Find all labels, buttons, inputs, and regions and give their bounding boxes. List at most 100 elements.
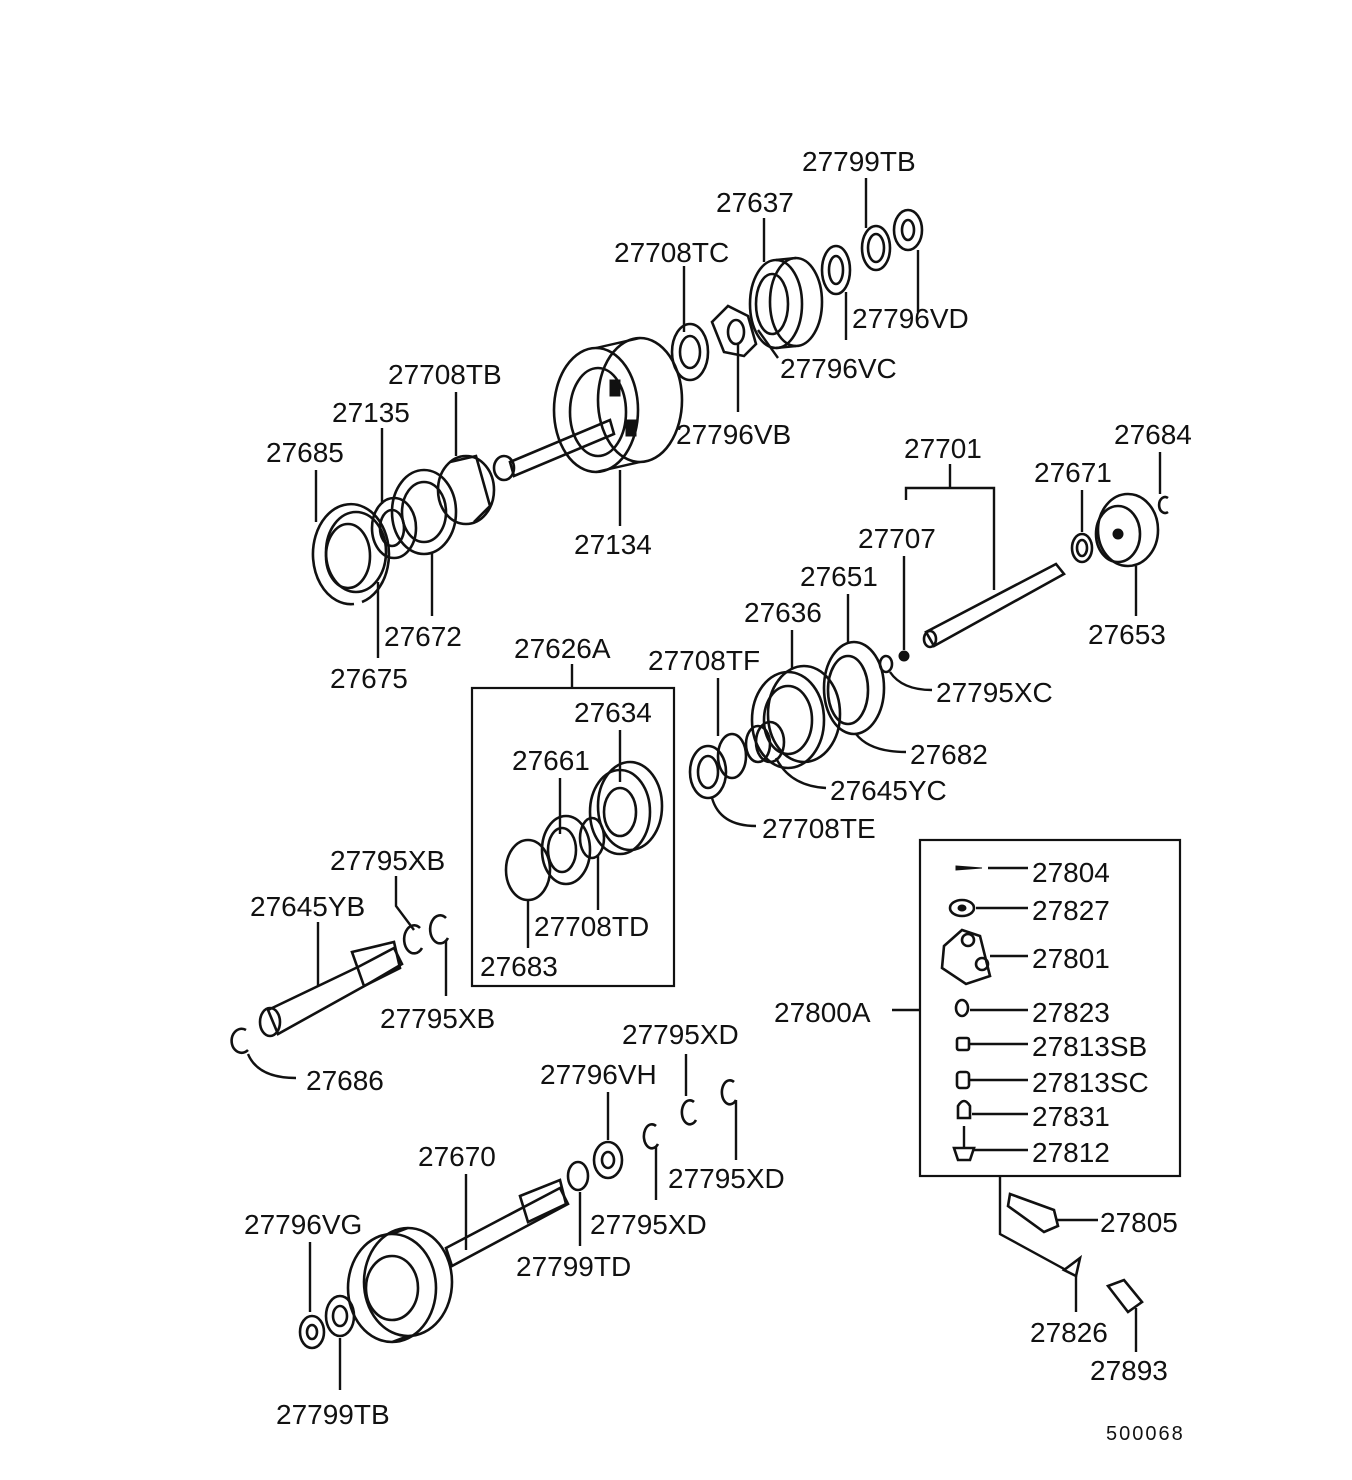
- label-27799TB-top: 27799TB: [802, 146, 916, 177]
- label-27813SB: 27813SB: [1032, 1031, 1147, 1062]
- clip-27795XB-b: [428, 914, 450, 945]
- label-27796VD: 27796VD: [852, 303, 969, 334]
- label-27636: 27636: [744, 597, 822, 628]
- clip-27708TC: [670, 322, 710, 382]
- ball-27707: [898, 650, 910, 662]
- label-27812: 27812: [1032, 1137, 1110, 1168]
- clip-27684: [1157, 495, 1169, 515]
- label-27134: 27134: [574, 529, 652, 560]
- label-27685: 27685: [266, 437, 344, 468]
- bearing-27661: [540, 814, 592, 886]
- label-27651: 27651: [800, 561, 878, 592]
- assembly-box-27800A: [918, 838, 1182, 1178]
- label-27795XB-a: 27795XB: [330, 845, 445, 876]
- clip-27795XD-a: [680, 1099, 698, 1126]
- ring-27708TE: [688, 744, 728, 800]
- label-27796VH: 27796VH: [540, 1059, 657, 1090]
- drum-shaft-27670: [346, 1178, 570, 1344]
- label-27708TE: 27708TE: [762, 813, 876, 844]
- label-27634: 27634: [574, 697, 652, 728]
- label-27799TB-bottom: 27799TB: [276, 1399, 390, 1430]
- drum-27653: [1094, 492, 1160, 568]
- clip-27686: [230, 1027, 249, 1055]
- label-27653: 27653: [1088, 619, 1166, 650]
- label-27799TD: 27799TD: [516, 1251, 631, 1282]
- label-27671: 27671: [1034, 457, 1112, 488]
- label-27708TF: 27708TF: [648, 645, 760, 676]
- washer-27799TD: [566, 1160, 590, 1192]
- pin-27804: [955, 865, 983, 871]
- label-27805: 27805: [1100, 1207, 1178, 1238]
- label-27813SC: 27813SC: [1032, 1067, 1149, 1098]
- washer-27796VH: [592, 1140, 624, 1180]
- clip-27795XD-b: [720, 1079, 738, 1106]
- plug-27831: [956, 1099, 972, 1120]
- clip-27826: [1061, 1254, 1083, 1278]
- label-27831: 27831: [1032, 1101, 1110, 1132]
- clip-27795XB-a: [402, 924, 424, 955]
- gear-27672: [390, 468, 458, 556]
- washer-27796VC: [820, 244, 852, 296]
- label-27637: 27637: [716, 187, 794, 218]
- label-27708TC: 27708TC: [614, 237, 729, 268]
- ring-27823: [954, 998, 970, 1018]
- snap-ring-27685: [311, 502, 391, 606]
- label-27135: 27135: [332, 397, 410, 428]
- ring-27708TF: [716, 732, 748, 780]
- part-labels: 27799TB 27637 27708TC 27796VD 27796VC 27…: [244, 146, 1192, 1445]
- label-27683: 27683: [480, 951, 558, 982]
- ring-27683: [504, 838, 552, 902]
- label-27804: 27804: [1032, 857, 1110, 888]
- label-27827: 27827: [1032, 895, 1110, 926]
- washer-27796VG: [298, 1314, 326, 1350]
- label-27801: 27801: [1032, 943, 1110, 974]
- label-27686: 27686: [306, 1065, 384, 1096]
- label-27800A: 27800A: [774, 997, 871, 1028]
- planetary-carrier-27134: [492, 336, 684, 482]
- label-27645YB: 27645YB: [250, 891, 365, 922]
- gear-27636: [750, 664, 842, 770]
- label-27684: 27684: [1114, 419, 1192, 450]
- label-27796VB: 27796VB: [676, 419, 791, 450]
- washer-27796VD: [892, 208, 924, 252]
- label-27626A: 27626A: [514, 633, 611, 664]
- ring-27708TD: [578, 816, 606, 860]
- hub-27651: [822, 640, 886, 736]
- label-27670: 27670: [418, 1141, 496, 1172]
- shaft-27701: [922, 562, 1066, 649]
- figure-code: 500068: [1106, 1423, 1185, 1445]
- washer-27799TB-top: [860, 224, 892, 272]
- bracket-27805: [1006, 1192, 1060, 1234]
- label-27795XC: 27795XC: [936, 677, 1053, 708]
- label-27645YC: 27645YC: [830, 775, 947, 806]
- washer-27799TB-bottom: [324, 1294, 356, 1338]
- label-27682: 27682: [910, 739, 988, 770]
- seal-27813SB: [955, 1036, 971, 1052]
- gear-27634: [588, 760, 664, 856]
- clutch-pack-27675: [324, 510, 388, 594]
- label-27796VG: 27796VG: [244, 1209, 362, 1240]
- leader-lines: [246, 178, 1162, 1390]
- housing-27801: [940, 928, 992, 986]
- label-27701: 27701: [904, 433, 982, 464]
- nut-27827: [948, 898, 976, 918]
- label-27707: 27707: [858, 523, 936, 554]
- label-27826: 27826: [1030, 1317, 1108, 1348]
- label-27708TB: 27708TB: [388, 359, 502, 390]
- label-27708TD: 27708TD: [534, 911, 649, 942]
- label-27795XD-b: 27795XD: [668, 1163, 785, 1194]
- bolt-27893: [1105, 1278, 1144, 1314]
- bearing-27671: [1070, 532, 1094, 564]
- synchro-sleeve-27637: [748, 256, 824, 350]
- plate-27796VB: [710, 304, 758, 358]
- shaft-27645YB: [258, 940, 404, 1038]
- label-27795XD-a: 27795XD: [622, 1019, 739, 1050]
- label-27796VC: 27796VC: [780, 353, 897, 384]
- seal-27813SC: [955, 1070, 971, 1090]
- label-27672: 27672: [384, 621, 462, 652]
- bolt-27812: [952, 1126, 976, 1162]
- label-27795XD-c: 27795XD: [590, 1209, 707, 1240]
- label-27675: 27675: [330, 663, 408, 694]
- label-27893: 27893: [1090, 1355, 1168, 1386]
